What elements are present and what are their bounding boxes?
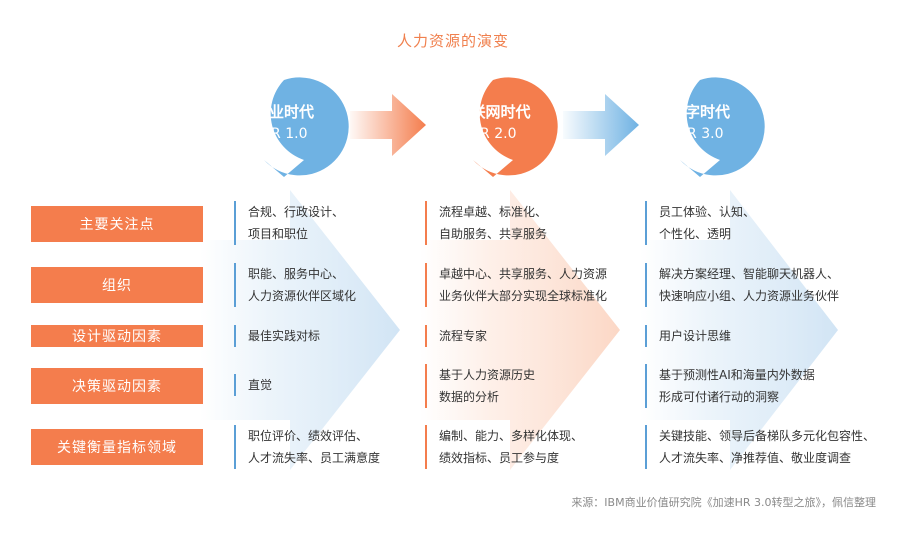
cell-design-hr1: 最佳实践对标 (234, 325, 320, 347)
row-label-organization: 组织 (31, 267, 203, 303)
cell-metrics-hr1: 职位评价、绩效评估、人才流失率、员工满意度 (234, 425, 380, 469)
cell-focus-hr2: 流程卓越、标准化、自助服务、共享服务 (425, 201, 547, 245)
row-label-key-metrics: 关键衡量指标领域 (31, 429, 203, 465)
big-arrow-2 (420, 190, 620, 470)
era-name-3: 数字时代 (669, 103, 730, 121)
era-label-1: 工业时代 HR 1.0 (224, 102, 344, 144)
transition-arrow-2 (563, 94, 639, 156)
cell-design-hr3: 用户设计思维 (645, 325, 731, 347)
row-label-focus: 主要关注点 (31, 206, 203, 242)
era-badge-2 (473, 77, 558, 177)
cell-metrics-hr2: 编制、能力、多样化体现、绩效指标、员工参与度 (425, 425, 583, 469)
era-label-2: 互联网时代 HR 2.0 (433, 102, 553, 144)
era-badge-3 (680, 77, 765, 177)
cell-focus-hr1: 合规、行政设计、项目和职位 (234, 201, 344, 245)
big-arrow-3 (640, 190, 838, 470)
era-version-2: HR 2.0 (469, 126, 517, 142)
cell-org-hr1: 职能、服务中心、人力资源伙伴区域化 (234, 263, 356, 307)
era-name-2: 互联网时代 (455, 103, 531, 121)
era-version-1: HR 1.0 (260, 126, 308, 142)
cell-decision-hr3: 基于预测性AI和海量内外数据形成可付诸行动的洞察 (645, 364, 815, 408)
cell-decision-hr2: 基于人力资源历史数据的分析 (425, 364, 535, 408)
source-note: 来源：IBM商业价值研究院《加速HR 3.0转型之旅》，佩信整理 (571, 496, 876, 509)
era-name-1: 工业时代 (253, 103, 314, 121)
row-label-design-driver: 设计驱动因素 (31, 325, 203, 347)
cell-design-hr2: 流程专家 (425, 325, 487, 347)
era-version-3: HR 3.0 (676, 126, 724, 142)
transition-arrow-1 (350, 94, 426, 156)
cell-metrics-hr3: 关键技能、领导后备梯队多元化包容性、人才流失率、净推荐值、敬业度调查 (645, 425, 875, 469)
big-arrow-1 (200, 190, 400, 470)
era-label-3: 数字时代 HR 3.0 (640, 102, 760, 144)
era-badge-1 (264, 77, 349, 177)
cell-focus-hr3: 员工体验、认知、个性化、透明 (645, 201, 755, 245)
cell-decision-hr1: 直觉 (234, 374, 272, 396)
diagram-title: 人力资源的演变 (396, 32, 509, 50)
cell-org-hr2: 卓越中心、共享服务、人力资源业务伙伴大部分实现全球标准化 (425, 263, 607, 307)
row-label-decision-driver: 决策驱动因素 (31, 368, 203, 404)
cell-org-hr3: 解决方案经理、智能聊天机器人、快速响应小组、人力资源业务伙伴 (645, 263, 839, 307)
